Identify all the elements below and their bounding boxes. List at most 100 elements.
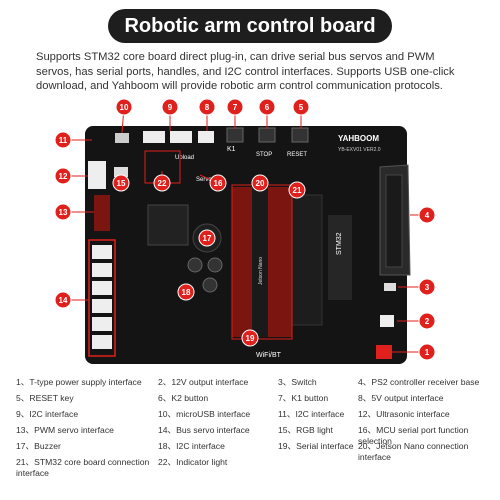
callout-number-14: 14 xyxy=(59,296,68,305)
legend-number: 14、 xyxy=(158,425,177,435)
callout-number-6: 6 xyxy=(265,103,270,112)
callout-badge-14 xyxy=(54,291,72,309)
legend-item-4: 4、PS2 controller receiver base xyxy=(358,377,498,388)
page-title: Robotic arm control board xyxy=(108,9,392,43)
callout-badge-21 xyxy=(288,181,306,199)
legend-number: 11、 xyxy=(278,409,296,419)
legend-number: 3、 xyxy=(278,377,292,387)
callout-number-4: 4 xyxy=(425,211,430,220)
legend-number: 22、 xyxy=(158,457,177,467)
callout-badge-13 xyxy=(54,203,72,221)
legend-text: microUSB interface xyxy=(176,409,251,419)
legend-number: 7、 xyxy=(278,393,292,403)
legend-item-7: 7、K1 button xyxy=(278,393,354,404)
callout-badge-7 xyxy=(226,98,244,116)
callout-badge-16 xyxy=(209,174,227,192)
legend-text: RGB light xyxy=(296,425,333,435)
legend-text: RESET key xyxy=(29,393,74,403)
t-power-connector xyxy=(376,345,392,359)
legend-number: 20、 xyxy=(358,441,377,451)
callout-number-19: 19 xyxy=(246,334,255,343)
callout-badge-2 xyxy=(418,312,436,330)
callout-badge-17 xyxy=(198,229,216,247)
callout-badge-15 xyxy=(112,174,130,192)
i2c-top-connector-b xyxy=(170,131,192,143)
legend-item-16: 16、MCU serial port function selection xyxy=(358,425,498,446)
legend-number: 1、 xyxy=(16,377,30,387)
callout-number-20: 20 xyxy=(256,179,265,188)
12v-output xyxy=(380,315,394,327)
legend-number: 21、 xyxy=(16,457,35,467)
pwm-servo-header xyxy=(94,195,110,231)
callout-number-16: 16 xyxy=(214,179,223,188)
k2-button xyxy=(258,127,276,143)
legend-item-14: 14、Bus servo interface xyxy=(158,425,274,436)
callout-number-21: 21 xyxy=(293,186,302,195)
legend-number: 15、 xyxy=(278,425,297,435)
board-jetson: Jetson Nano xyxy=(258,257,264,285)
callout-number-8: 8 xyxy=(205,103,210,112)
legend-text: I2C interface xyxy=(29,409,79,419)
legend-text: MCU serial port function selection xyxy=(358,425,469,446)
legend-text: Switch xyxy=(291,377,317,387)
callout-badge-10 xyxy=(115,98,133,116)
callout-badge-5 xyxy=(292,98,310,116)
legend-number: 6、 xyxy=(158,393,172,403)
callout-number-10: 10 xyxy=(120,103,129,112)
legend-number: 9、 xyxy=(16,409,30,419)
legend-item-11: 11、I2C interface xyxy=(278,409,354,420)
legend-number: 13、 xyxy=(16,425,35,435)
callout-badge-8 xyxy=(198,98,216,116)
bus-servo-connectors xyxy=(92,245,112,349)
legend-item-18: 18、I2C interface xyxy=(158,441,274,452)
callout-badge-18 xyxy=(177,283,195,301)
legend-item-12: 12、Ultrasonic interface xyxy=(358,409,498,420)
board-k1: K1 xyxy=(227,146,236,153)
callout-badge-4 xyxy=(418,206,436,224)
switch xyxy=(384,283,396,291)
legend-number: 18、 xyxy=(158,441,177,451)
legend-number: 10、 xyxy=(158,409,177,419)
legend-text: Serial interface xyxy=(296,441,354,451)
legend-item-8: 8、5V output interface xyxy=(358,393,498,404)
legend-item-9: 9、I2C interface xyxy=(16,409,154,420)
legend-item-22: 22、Indicator light xyxy=(158,457,274,468)
callout-badge-9 xyxy=(161,98,179,116)
jetson-header xyxy=(232,187,292,337)
legend-text: PS2 controller receiver base xyxy=(371,377,480,387)
callout-number-22: 22 xyxy=(158,179,167,188)
legend-text: 5V output interface xyxy=(371,393,444,403)
callout-number-3: 3 xyxy=(425,283,430,292)
5v-output xyxy=(198,131,214,143)
board-version: YB-EXV01 VER2.0 xyxy=(338,147,381,153)
callout-badge-1 xyxy=(418,343,436,361)
callout-badge-3 xyxy=(418,278,436,296)
legend-number: 8、 xyxy=(358,393,372,403)
legend-text: Buzzer xyxy=(34,441,61,451)
callout-number-5: 5 xyxy=(299,103,304,112)
legend-text: Bus servo interface xyxy=(176,425,250,435)
microusb xyxy=(115,133,129,143)
callout-badge-20 xyxy=(251,174,269,192)
k1-button xyxy=(226,127,244,143)
legend-text: I2C interface xyxy=(176,441,225,451)
legend-text: Ultrasonic interface xyxy=(376,409,450,419)
legend-text: I2C interface xyxy=(295,409,345,419)
callout-badge-22 xyxy=(153,174,171,192)
callout-badge-12 xyxy=(54,167,72,185)
legend-text: 12V output interface xyxy=(171,377,249,387)
callout-number-2: 2 xyxy=(425,317,430,326)
callout-badge-19 xyxy=(241,329,259,347)
legend-text: Jetson Nano connection interface xyxy=(358,441,469,462)
legend-item-19: 19、Serial interface xyxy=(278,441,354,452)
legend-number: 17、 xyxy=(16,441,35,451)
legend-text: Indicator light xyxy=(176,457,228,467)
legend-text: STM32 core board connection interface xyxy=(16,457,150,478)
callout-number-1: 1 xyxy=(425,348,430,357)
legend-item-1: 1、T-type power supply interface xyxy=(16,377,154,388)
mcu-chip xyxy=(147,204,189,246)
ultrasonic-connector xyxy=(88,161,106,189)
board-stm32: STM32 xyxy=(336,232,343,255)
callout-number-18: 18 xyxy=(182,288,191,297)
callout-number-15: 15 xyxy=(117,179,126,188)
